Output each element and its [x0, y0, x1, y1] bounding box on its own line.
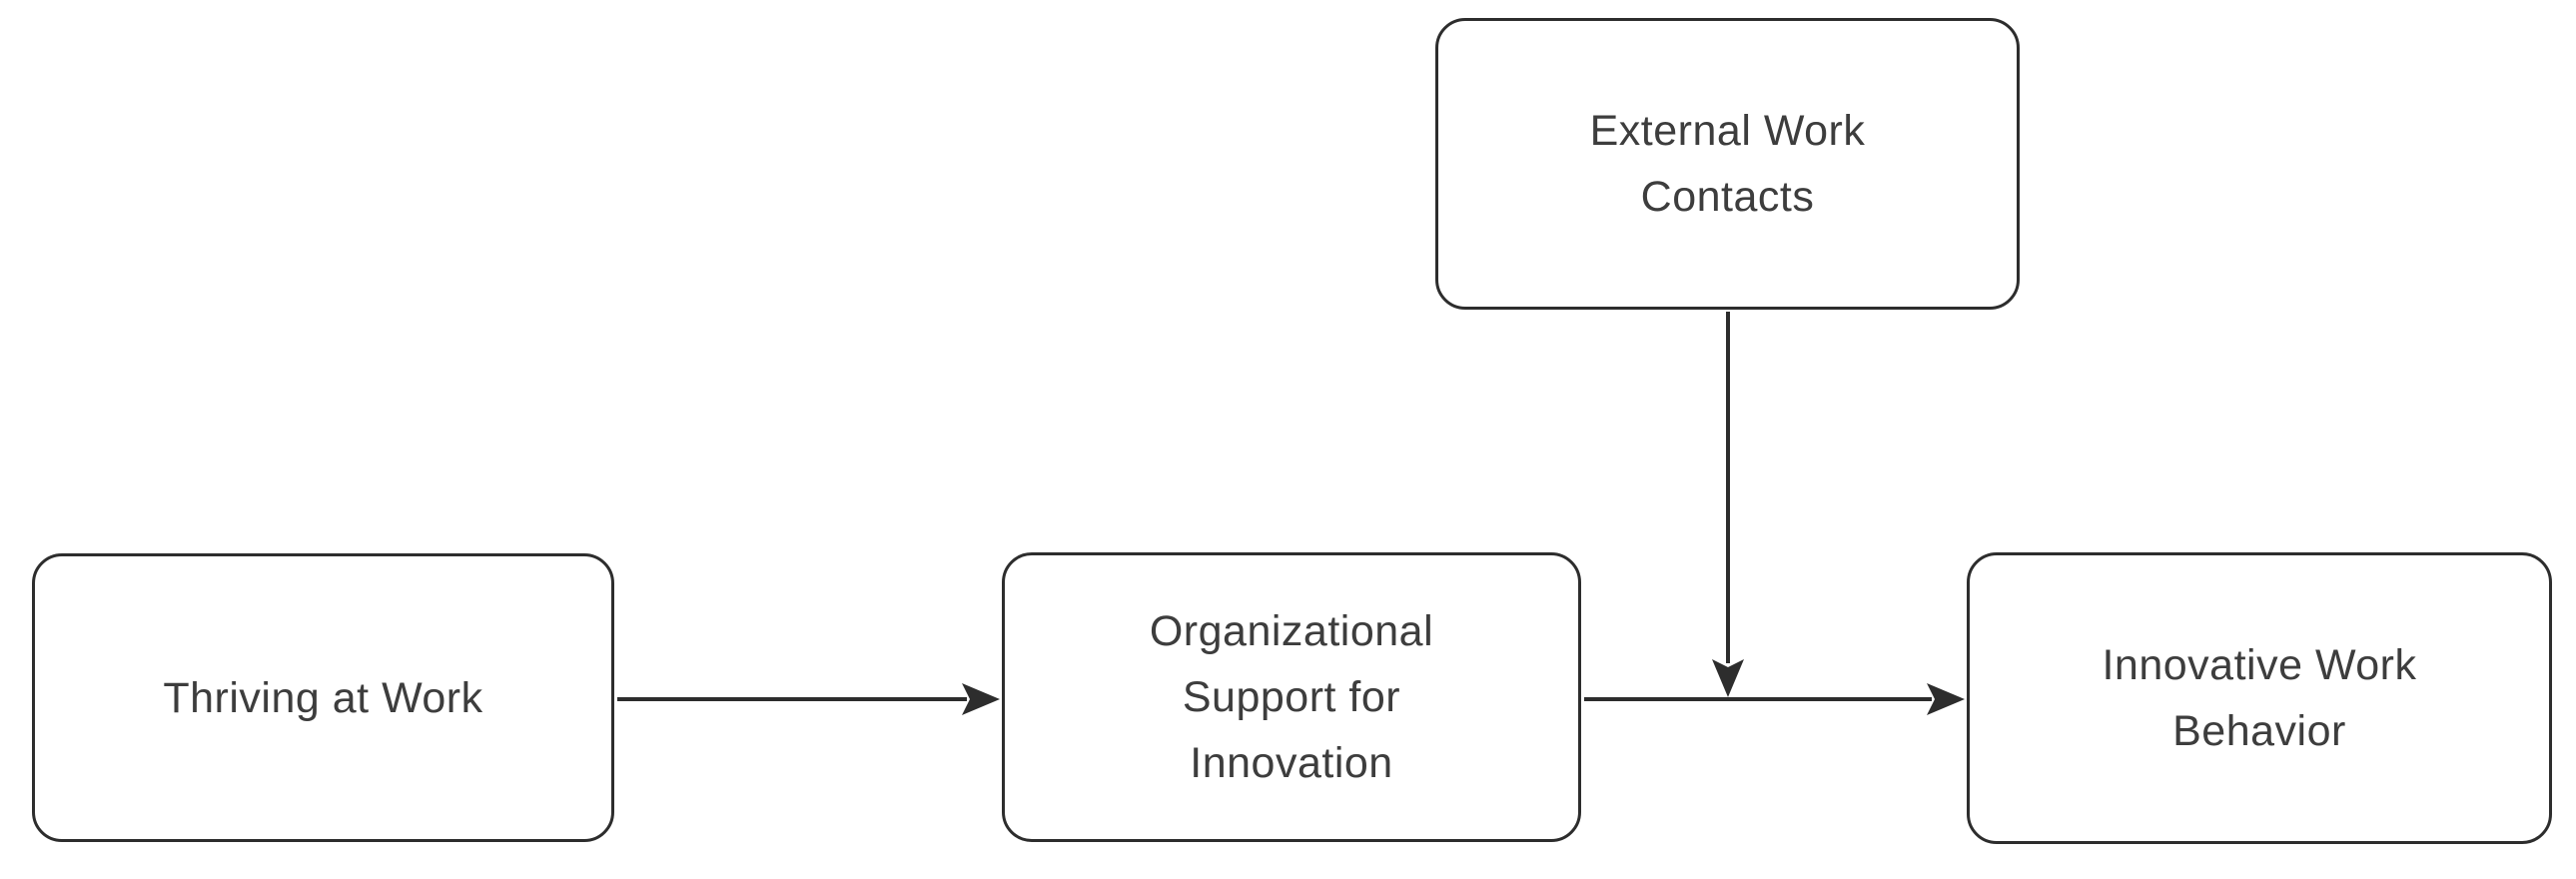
- node-label: Innovative Work Behavior: [2102, 641, 2417, 755]
- edge-thriving-to-support: [617, 683, 1000, 715]
- arrowhead-right-icon: [1927, 683, 1965, 715]
- node-organizational-support-for-innovation: Organizational Support for Innovation: [1002, 552, 1581, 842]
- node-external-work-contacts: External Work Contacts: [1435, 18, 2020, 310]
- node-thriving-at-work: Thriving at Work: [32, 553, 614, 842]
- node-label: Organizational Support for Innovation: [1149, 607, 1434, 787]
- node-label: Thriving at Work: [163, 673, 483, 722]
- edge-support-to-innovative: [1584, 683, 1965, 715]
- node-innovative-work-behavior: Innovative Work Behavior: [1967, 552, 2552, 844]
- arrowhead-right-icon: [962, 683, 1000, 715]
- node-label: External Work Contacts: [1589, 107, 1866, 221]
- arrowhead-down-icon: [1712, 659, 1744, 697]
- edge-external-to-moderation-point: [1712, 312, 1744, 697]
